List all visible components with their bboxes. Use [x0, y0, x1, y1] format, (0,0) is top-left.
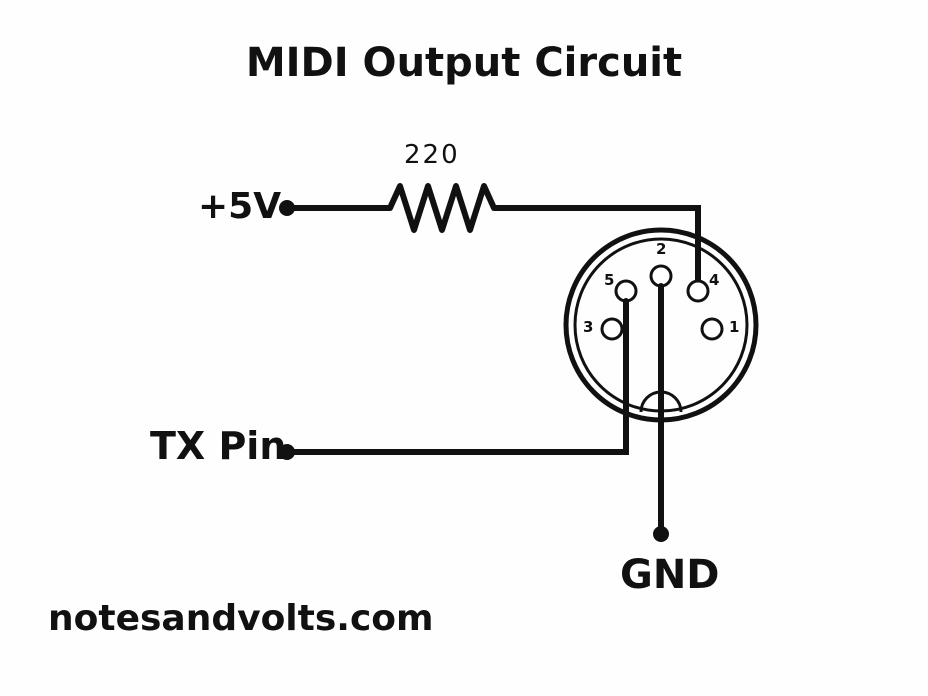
- diagram-title: MIDI Output Circuit: [245, 40, 683, 86]
- wire-resistor-pin4: [497, 205, 701, 289]
- terminal-5v-label: +5V: [198, 186, 282, 227]
- din-pin-3: [600, 317, 624, 341]
- terminal-gnd-dot: [653, 526, 669, 542]
- pin-4-label: 4: [709, 271, 720, 289]
- wire-pin5-tx: [284, 298, 629, 455]
- resistor-symbol: [375, 183, 503, 233]
- terminal-tx-dot: [279, 444, 295, 460]
- resistor-value-label: 220: [404, 140, 460, 170]
- pin-5-label: 5: [604, 271, 615, 289]
- pin-1-label: 1: [729, 318, 740, 336]
- terminal-tx-label: TX Pin: [150, 424, 287, 468]
- terminal-gnd-label: GND: [620, 552, 720, 598]
- credit-text: notesandvolts.com: [48, 598, 434, 639]
- din-pin-4: [686, 279, 710, 303]
- pin-2-label: 2: [656, 240, 667, 258]
- din-pin-1: [700, 317, 724, 341]
- pin-3-label: 3: [583, 318, 594, 336]
- terminal-5v-dot: [279, 200, 295, 216]
